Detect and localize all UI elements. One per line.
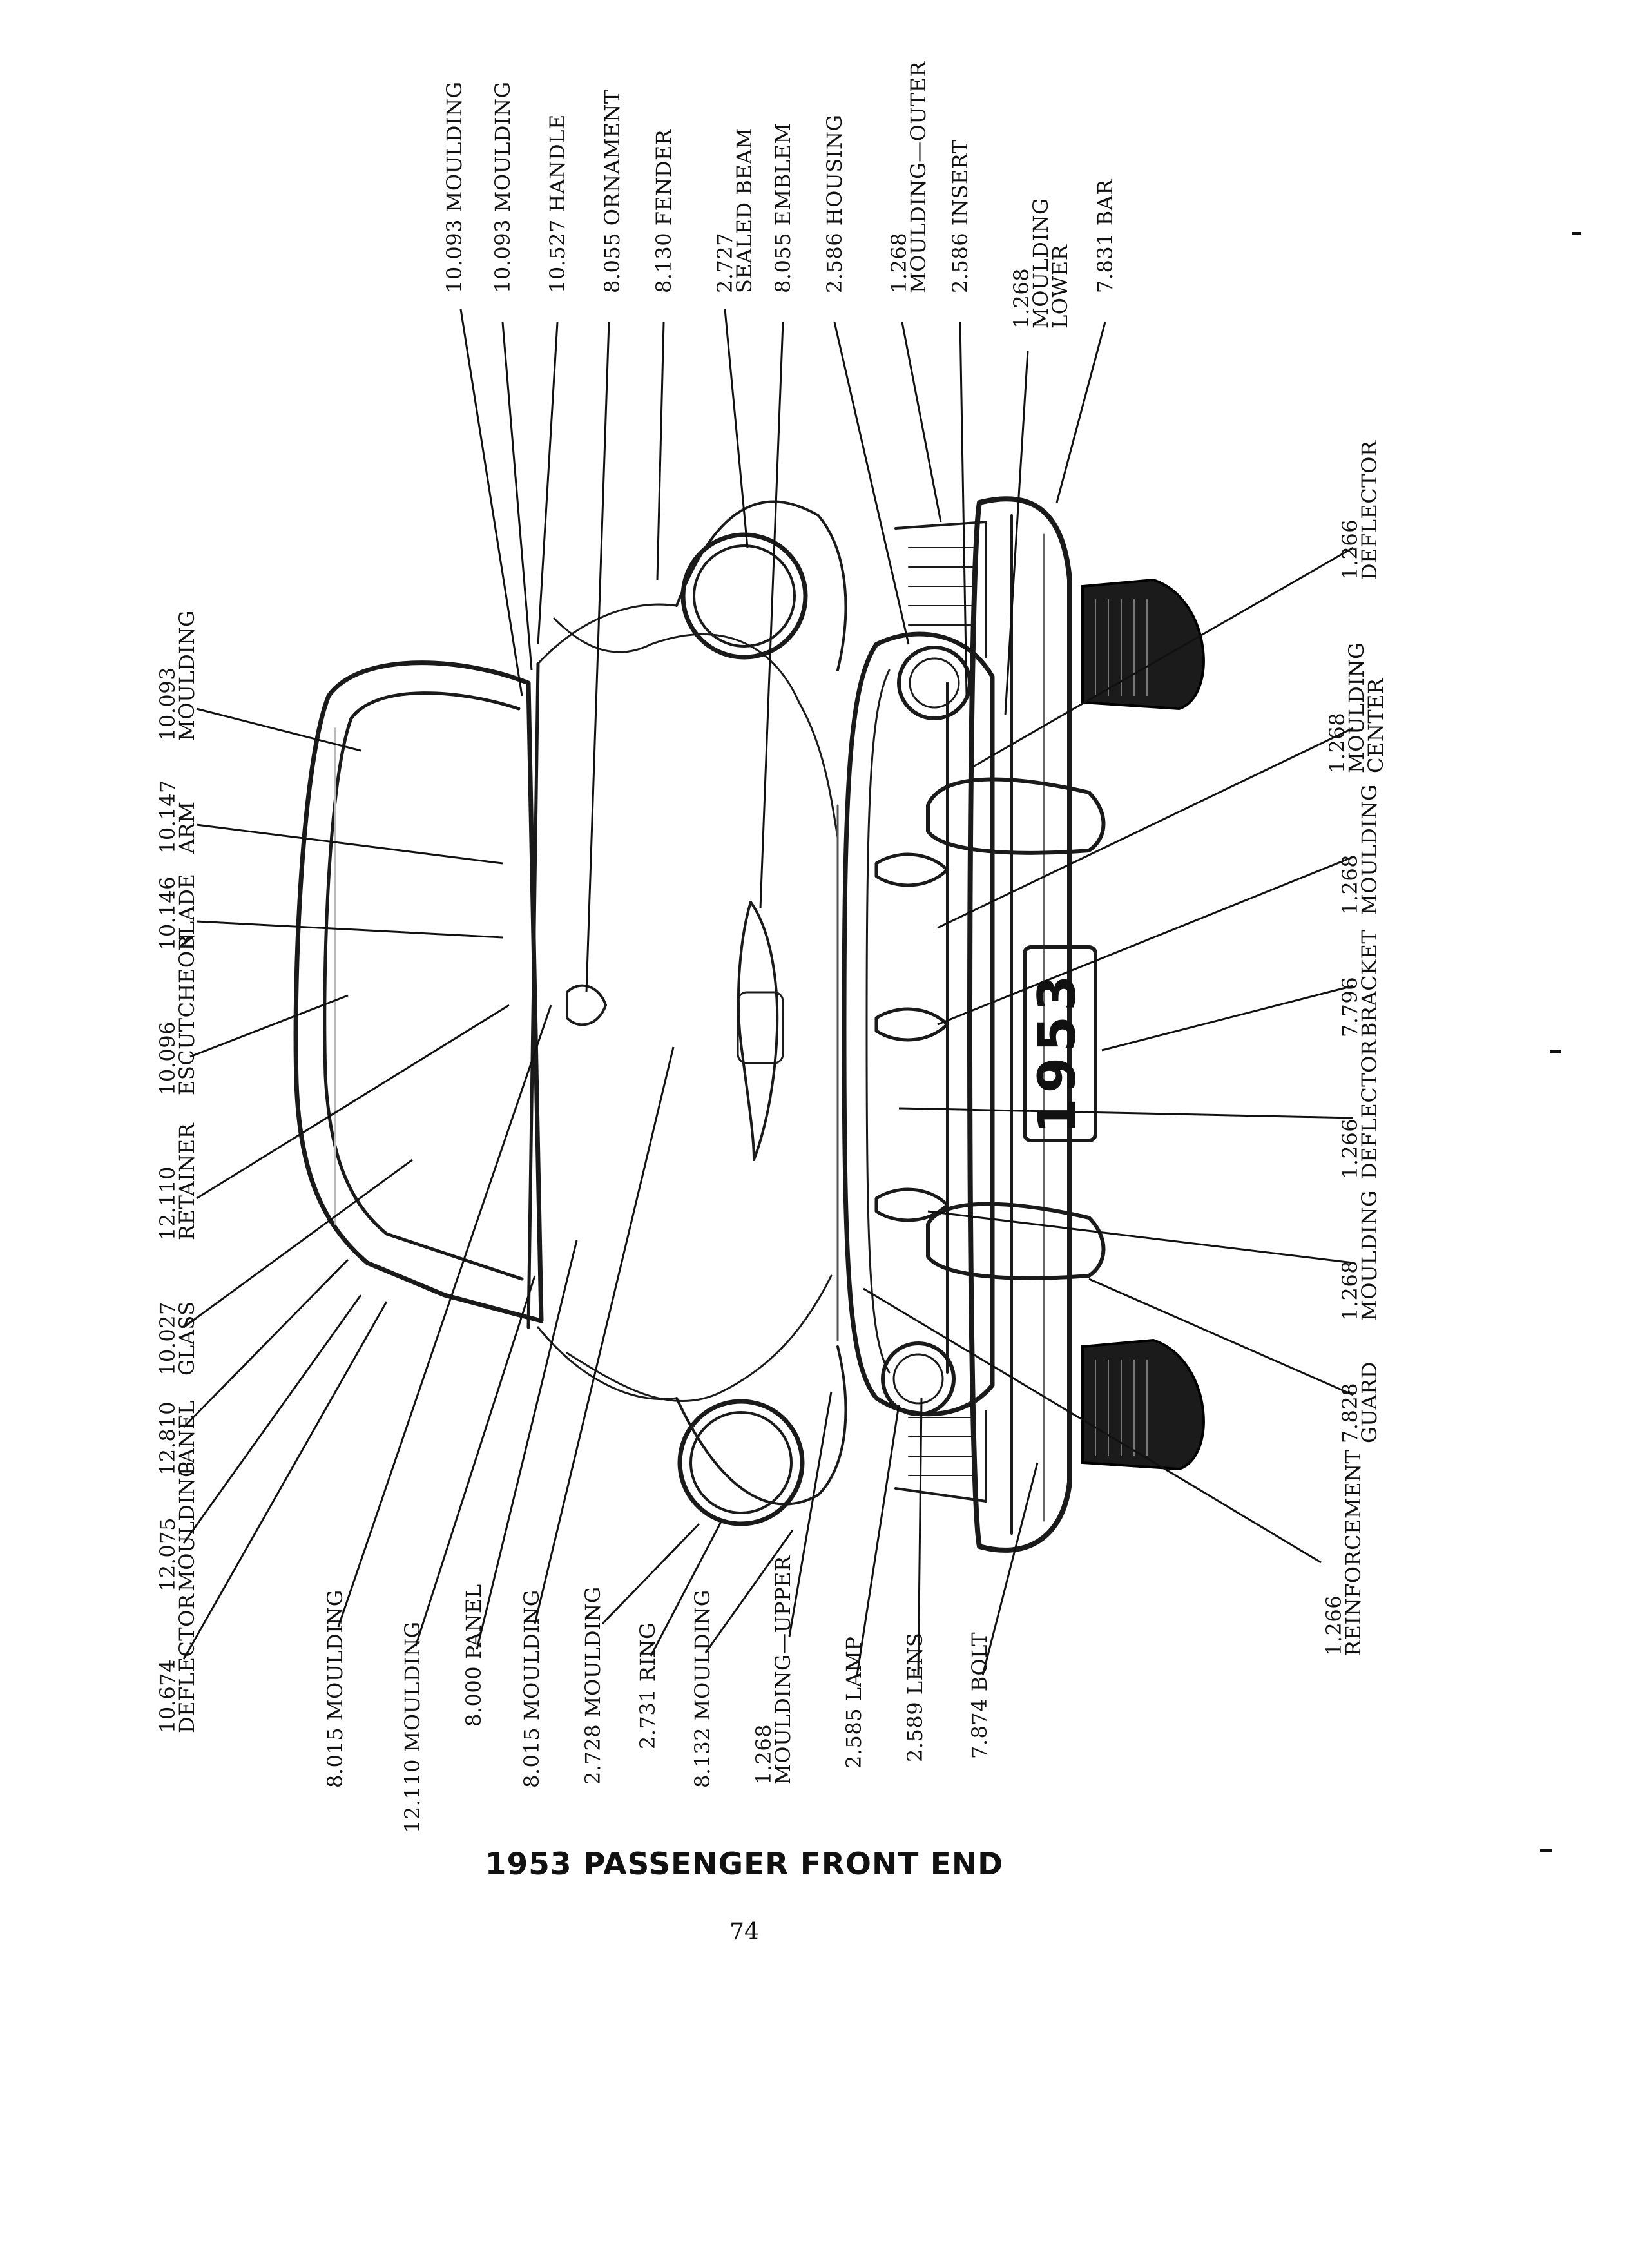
callout-label-text: 1.268 MOULDING—OUTER	[887, 61, 930, 293]
callout-label-text: 2.727 SEALED BEAM	[713, 127, 757, 293]
hood-emblem	[737, 901, 779, 1161]
callout-label-text: 10.027 GLASS	[155, 1301, 199, 1376]
bumper-guard-right	[926, 1202, 1106, 1280]
leader-moulding-2728	[601, 1523, 700, 1625]
callout-label-text: 1.266 DEFLECTOR	[1338, 1039, 1382, 1179]
leader-reinforcement	[863, 1287, 1322, 1564]
headlamp-left	[680, 532, 808, 660]
callout-label-text: 12.110 RETAINER	[155, 1122, 199, 1240]
callout-label-text: 12.110 MOULDING	[400, 1621, 425, 1833]
leader-guard	[1088, 1278, 1354, 1396]
callout-label-text: 10.147 ARM	[155, 780, 199, 854]
callout-label-text: 2.731 RING	[635, 1622, 660, 1749]
leader-arm	[196, 823, 503, 865]
callout-label-text: 2.586 INSERT	[948, 139, 972, 293]
leader-ring	[650, 1520, 723, 1657]
leader-moulding-8015b	[534, 1046, 675, 1624]
leader-ornament	[585, 322, 610, 993]
leader-moulding-windshield	[196, 707, 361, 752]
tire-left	[1081, 578, 1205, 711]
leader-panel-12810	[182, 1258, 349, 1428]
leader-moulding-outer	[901, 322, 942, 523]
callout-label-text: 7.831 BAR	[1093, 179, 1117, 293]
leader-bolt	[981, 1462, 1039, 1676]
callout-leader-lines	[182, 309, 1354, 1676]
callout-label-text: 1.268 MOULDING—UPPER	[751, 1555, 795, 1785]
callout-label-text: 8.132 MOULDING	[690, 1590, 715, 1788]
page-title: 1953 PASSENGER FRONT END	[485, 1847, 1004, 1882]
leader-moulding-lower	[1004, 351, 1029, 716]
leader-escutcheon	[189, 994, 349, 1058]
callout-label-text: 2.728 MOULDING	[581, 1586, 605, 1785]
callout-label-text: 7.828 GUARD	[1338, 1361, 1382, 1443]
callout-label-text: 8.130 FENDER	[651, 129, 676, 293]
callout-label-text: 10.527 HANDLE	[545, 114, 570, 293]
callout-label-text: 1.268 MOULDING	[1338, 1189, 1382, 1321]
leader-moulding-10093a	[459, 309, 523, 697]
leader-insert	[959, 322, 968, 697]
windshield-frame	[293, 660, 544, 1323]
leader-housing	[833, 322, 910, 645]
callout-label-text: 12.075 MOULDING	[155, 1460, 199, 1591]
callout-label-text: 1.268 MOULDING LOWER	[1009, 197, 1072, 329]
leader-moulding-1268b	[927, 1210, 1354, 1264]
leader-moulding-12075	[182, 1294, 362, 1544]
license-plate-number: 1953	[1027, 970, 1087, 1134]
leader-bracket	[1101, 985, 1354, 1052]
tire-right	[1081, 1338, 1205, 1471]
leader-moulding-8132	[704, 1530, 794, 1653]
leader-glass	[183, 1158, 413, 1329]
callout-label-text: 7.796 BRACKET	[1338, 929, 1382, 1037]
hood-ornament	[566, 984, 607, 1026]
callout-label-text: 8.015 MOULDING	[519, 1590, 544, 1788]
leader-bar	[1055, 322, 1106, 503]
callout-label-text: 8.000 PANEL	[461, 1584, 486, 1727]
leader-moulding-8015a	[337, 1004, 552, 1628]
page-number: 74	[729, 1919, 759, 1945]
callout-label-text: 7.874 BOLT	[967, 1631, 992, 1759]
callout-label-text: 2.589 LENS	[903, 1632, 927, 1762]
leader-deflector-10674	[182, 1301, 388, 1660]
leader-blade	[196, 920, 503, 939]
bumper-guard-left	[926, 777, 1106, 855]
leader-handle	[537, 322, 559, 645]
callout-label-text: 1.266 REINFORCEMENT	[1322, 1449, 1365, 1656]
headlamp-right	[677, 1399, 805, 1526]
leader-retainer	[196, 1004, 510, 1200]
callout-label-text: 10.093 MOULDING	[155, 610, 199, 741]
leader-emblem	[759, 322, 784, 909]
callout-label-text: 10.674 DEFLECTOR	[155, 1593, 199, 1733]
callout-label-text: 1.268 MOULDING CENTER	[1325, 642, 1388, 773]
callout-label-text: 8.055 EMBLEM	[771, 122, 795, 293]
callout-label-text: 8.055 ORNAMENT	[600, 90, 624, 293]
leader-fender	[656, 322, 665, 581]
callout-label-text: 2.586 HOUSING	[822, 114, 847, 293]
callout-label-text: 1.268 MOULDING	[1338, 783, 1382, 915]
callout-label-text: 2.585 LAMP	[842, 1636, 866, 1769]
leader-sealed-beam	[724, 309, 749, 548]
leader-lamp	[856, 1404, 900, 1676]
callout-label-text: 8.015 MOULDING	[323, 1590, 347, 1788]
leader-deflector-1266a	[972, 546, 1354, 768]
callout-label-text: 10.096 ESCUTCHEON	[155, 932, 199, 1095]
leader-deflector-1266b	[898, 1107, 1354, 1119]
parking-lamp-right	[881, 1341, 956, 1416]
bumper-bar	[967, 496, 1072, 1553]
grille-cavity	[842, 631, 995, 1417]
leader-moulding-10093b	[501, 322, 533, 671]
leader-moulding-12110	[414, 1275, 536, 1647]
callout-label-text: 1.266 DEFLECTOR	[1338, 440, 1382, 580]
callout-label-text: 10.093 MOULDING	[442, 81, 467, 293]
leader-moulding-1268a	[937, 856, 1354, 1026]
leader-moulding-upper	[788, 1391, 833, 1637]
leader-panel-8000	[476, 1240, 578, 1650]
leader-moulding-center	[937, 727, 1354, 929]
hood-outline	[526, 662, 540, 1329]
leader-lens	[917, 1398, 923, 1676]
license-plate-text-layer: 1953	[1027, 970, 1087, 1134]
license-plate	[1023, 945, 1097, 1142]
callout-label-text: 10.093 MOULDING	[490, 81, 515, 293]
